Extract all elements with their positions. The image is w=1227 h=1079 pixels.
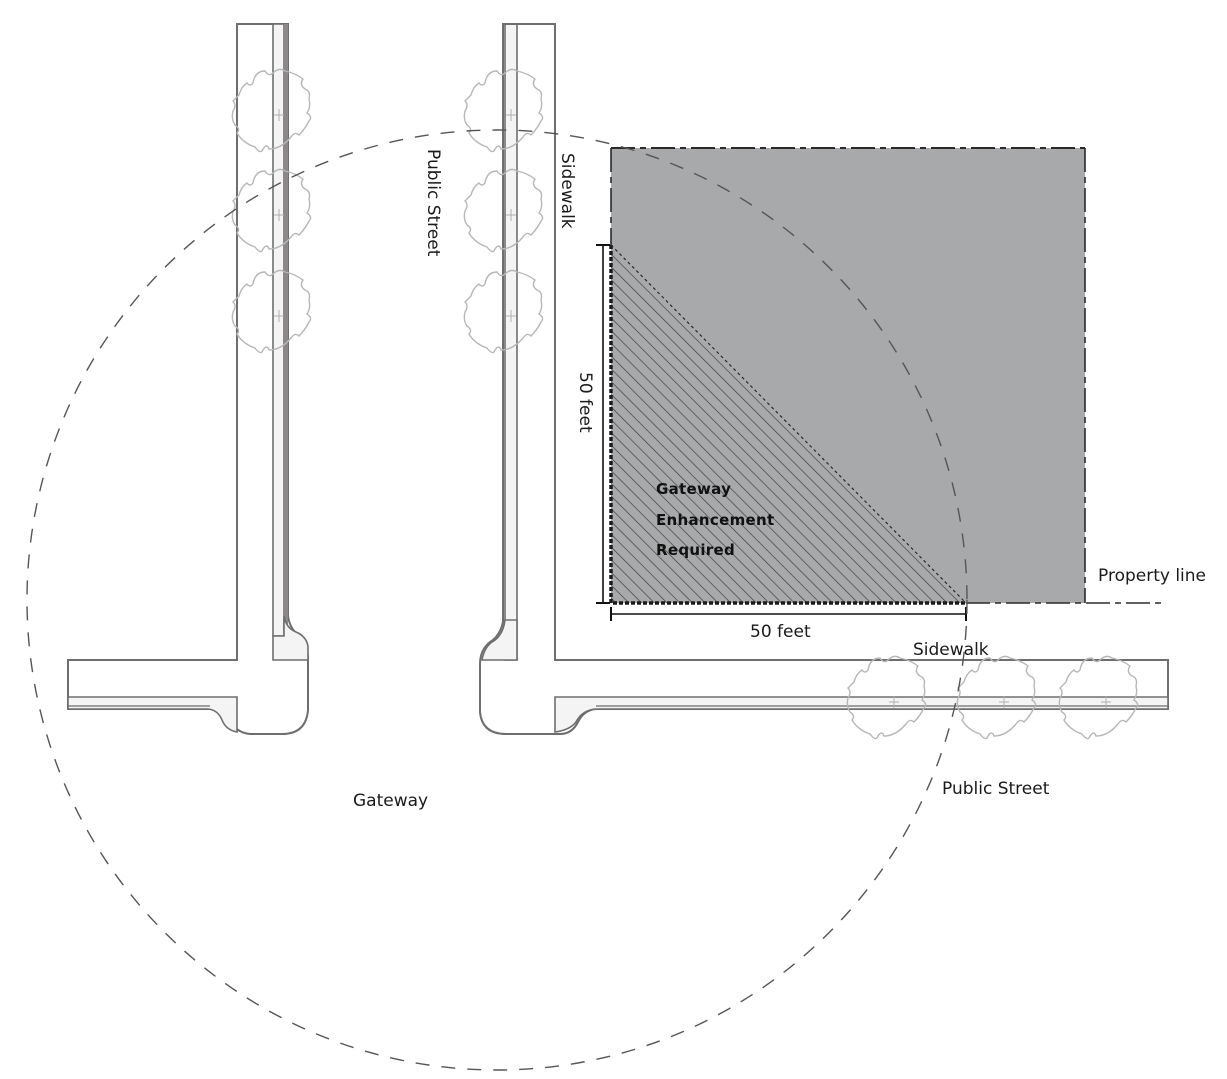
label-public-street-horizontal: Public Street	[942, 779, 1050, 799]
left-street-curb	[284, 24, 288, 636]
label-sidewalk-vertical: Sidewalk	[557, 153, 577, 229]
gateway-radius-circle	[26, 129, 968, 1071]
label-public-street-vertical: Public Street	[423, 149, 443, 257]
label-gateway: Gateway	[353, 791, 428, 811]
label-enhancement-line2: Enhancement	[656, 511, 774, 529]
left-street-corner	[67, 23, 309, 735]
label-sidewalk-horizontal: Sidewalk	[913, 640, 989, 660]
label-enhancement-line1: Gateway	[656, 480, 731, 498]
label-dimension-horizontal: 50 feet	[750, 622, 811, 642]
dimension-horizontal	[610, 607, 967, 621]
label-property-line: Property line	[1098, 566, 1206, 586]
enhancement-zone-hypotenuse	[610, 244, 967, 604]
right-street-corner	[479, 23, 1169, 735]
enhancement-zone-border	[609, 245, 966, 605]
label-enhancement-line3: Required	[656, 541, 735, 559]
dimension-vertical	[596, 244, 610, 604]
label-dimension-vertical: 50 feet	[575, 372, 595, 433]
